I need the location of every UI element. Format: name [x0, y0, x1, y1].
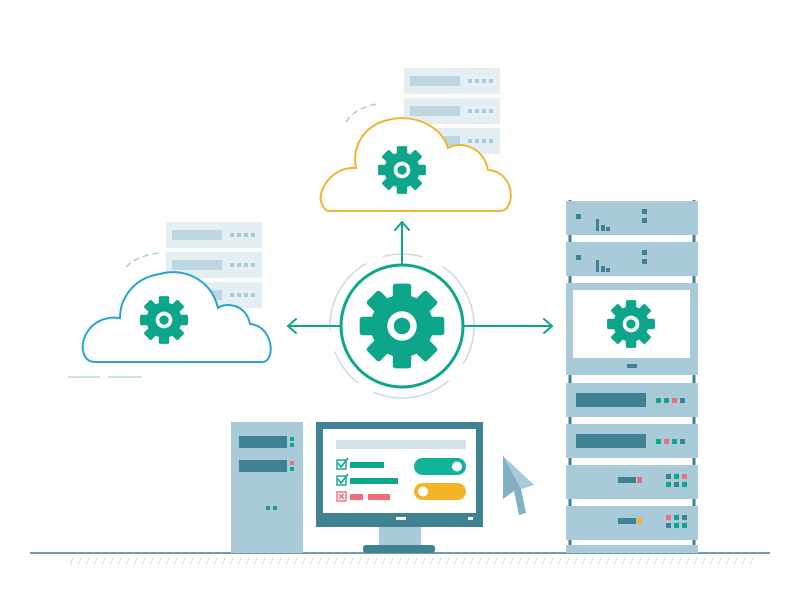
- gear-icon: [140, 296, 188, 344]
- pc-tower: [231, 422, 303, 553]
- mouse-pointer-icon: [503, 456, 534, 515]
- arrow-right-icon: [463, 318, 553, 334]
- rack-unit: [566, 383, 698, 417]
- rack-unit: [566, 465, 698, 499]
- rack-unit: [566, 424, 698, 458]
- toggle-switch-on[interactable]: [414, 458, 466, 475]
- connection-arrows: [287, 221, 553, 334]
- checked-box-icon: [336, 473, 349, 486]
- checklist-item: [336, 457, 384, 470]
- checked-box-icon: [336, 457, 349, 470]
- rack-screen: [566, 283, 698, 375]
- rack-unit: [566, 201, 698, 235]
- toggle-switch-off[interactable]: [414, 483, 466, 500]
- gear-icon: [378, 146, 426, 194]
- crossed-box-icon: [336, 491, 347, 502]
- rack-unit: [566, 506, 698, 540]
- gear-icon: [607, 300, 655, 348]
- checklist-item: [336, 491, 390, 502]
- central-hub: [329, 253, 475, 399]
- monitor: [316, 422, 483, 553]
- arrow-up-icon: [394, 221, 410, 265]
- server-rack: [566, 200, 698, 553]
- ground: [30, 552, 770, 566]
- arrow-left-icon: [287, 318, 341, 334]
- checklist-item: [336, 473, 398, 486]
- left-cloud-group: [68, 222, 272, 378]
- rack-unit: [566, 242, 698, 276]
- top-cloud-group: [319, 68, 512, 212]
- gear-icon: [359, 283, 445, 369]
